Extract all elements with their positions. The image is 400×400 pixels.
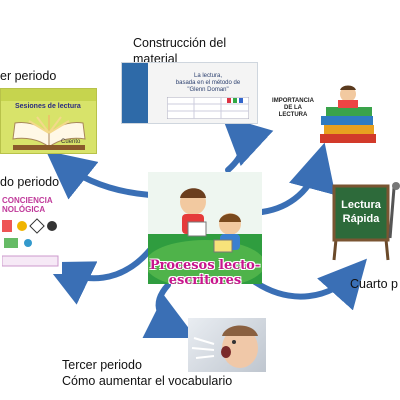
arrow-to-segundo-periodo [43, 247, 153, 305]
conciencia-title: CONCIENCIA NOLÓGICA [2, 196, 53, 214]
label-cuarto-periodo: Cuarto p [350, 277, 398, 291]
label-construccion-line1: Construcción del [133, 36, 227, 50]
chalkboard-easel-graphic [332, 182, 400, 261]
child-face-graphic [191, 325, 258, 368]
open-book-icon [12, 115, 86, 150]
label-tercer-line2: Cómo aumentar el vocabulario [62, 374, 233, 388]
doman-title: La lectura, basada en el método de "Glen… [162, 73, 254, 94]
conciencia-line2: NOLÓGICA [2, 205, 46, 214]
label-segundo-periodo: do periodo [0, 175, 60, 189]
doman-title-line1: La lectura, [193, 73, 223, 79]
conciencia-line1: CONCIENCIA [2, 196, 53, 205]
flashcard-table-graphic [167, 97, 249, 119]
picture-cards-graphic [2, 218, 59, 267]
importancia-line1: IMPORTANCIA [272, 98, 314, 104]
sesiones-caption: Cuento [61, 139, 81, 145]
center-children-reading-image: Procesos lecto- escritores [148, 172, 262, 284]
sesiones-lectura-image: Sesiones de lectura Cuento [0, 88, 97, 154]
sesiones-title: Sesiones de lectura [15, 103, 81, 110]
label-primer-periodo: er periodo [0, 69, 57, 83]
importancia-line3: LECTURA [278, 112, 308, 118]
doman-method-image: La lectura, basada en el método de "Glen… [121, 62, 258, 124]
importancia-title: IMPORTANCIA DE LA LECTURA [268, 98, 318, 119]
arrow-to-primer-periodo [45, 150, 153, 200]
lectura-rapida-line1: Lectura [341, 199, 381, 211]
doman-side-band [122, 63, 148, 123]
child-speaking-photo [188, 318, 266, 372]
label-tercer-line1: Tercer periodo [62, 358, 142, 372]
sesiones-top-band [1, 89, 96, 101]
lectura-rapida-title: Lectura Rápida [336, 198, 386, 226]
center-title: Procesos lecto- escritores [148, 258, 262, 284]
label-tercer-periodo: Tercer periodo Cómo aumentar el vocabula… [62, 357, 232, 389]
importancia-line2: DE LA [284, 105, 302, 111]
book-stack-reader-image [320, 85, 376, 143]
center-title-line2: escritores [168, 273, 242, 284]
arrow-to-construccion [221, 115, 274, 173]
lectura-rapida-line2: Rápida [342, 213, 380, 225]
doman-title-line3: "Glenn Doman" [187, 87, 229, 93]
conciencia-fonologica-image: CONCIENCIA NOLÓGICA [0, 192, 62, 274]
arrow-to-cuarto-periodo [252, 258, 367, 311]
center-title-line1: Procesos lecto- [149, 258, 261, 273]
arrow-to-tercer-periodo [142, 282, 197, 339]
children-reading-illustration [148, 188, 262, 284]
arrow-to-importancia [259, 142, 336, 215]
lectura-rapida-image: Lectura Rápida [330, 178, 400, 262]
doman-title-line2: basada en el método de [175, 80, 241, 86]
